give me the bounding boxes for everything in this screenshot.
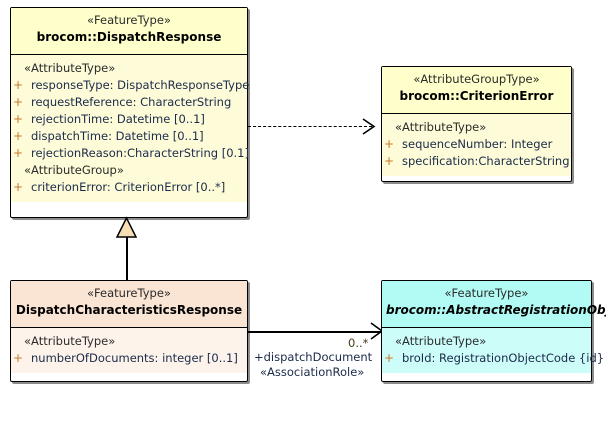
class-stereotype: «FeatureType» (444, 286, 529, 300)
class-header-abstract-registration-object: «FeatureType» brocom::AbstractRegistrati… (382, 281, 606, 328)
attribute-label: responseType: DispatchResponseType (31, 78, 250, 92)
class-title: brocom::AbstractRegistrationObject (386, 303, 606, 317)
class-header-dispatch-characteristics-response: «FeatureType» DispatchCharacteristicsRes… (11, 281, 247, 328)
visibility-marker: + (12, 351, 24, 365)
attribute-group-label: «AttributeGroup» (24, 163, 124, 177)
attribute-label: sequenceNumber: Integer (402, 137, 553, 151)
visibility-marker: + (12, 112, 24, 126)
visibility-marker: + (383, 351, 395, 365)
class-body-abstract-registration-object: «AttributeType» + broId: RegistrationObj… (382, 328, 604, 373)
class-stereotype: «AttributeGroupType» (413, 72, 540, 86)
attribute-row: + rejectionTime: Datetime [0..1] (11, 111, 247, 128)
attribute-row: + specification:CharacterString (382, 153, 571, 170)
visibility-marker: + (383, 137, 395, 151)
attribute-label: numberOfDocuments: integer [0..1] (31, 351, 238, 365)
visibility-marker: + (12, 78, 24, 92)
attribute-row: + numberOfDocuments: integer [0..1] (11, 350, 247, 367)
attribute-group-label: «AttributeType» (24, 334, 116, 348)
attribute-label: dispatchTime: Datetime [0..1] (31, 129, 204, 143)
class-box-dispatch-characteristics-response[interactable]: «FeatureType» DispatchCharacteristicsRes… (10, 280, 248, 382)
visibility-marker: + (12, 95, 24, 109)
visibility-marker: + (12, 180, 24, 194)
class-box-abstract-registration-object[interactable]: «FeatureType» brocom::AbstractRegistrati… (381, 280, 606, 382)
visibility-marker: + (383, 154, 395, 168)
attribute-label: requestReference: CharacterString (31, 95, 232, 109)
attribute-row: + sequenceNumber: Integer (382, 136, 571, 153)
class-title: brocom::CriterionError (399, 89, 554, 103)
visibility-marker: + (12, 129, 24, 143)
attribute-label: broId: RegistrationObjectCode {id} (402, 351, 605, 365)
attribute-row: + broId: RegistrationObjectCode {id} (382, 350, 604, 367)
generalization-line (126, 234, 128, 280)
class-box-criterion-error[interactable]: «AttributeGroupType» brocom::CriterionEr… (381, 66, 572, 182)
class-stereotype: «FeatureType» (87, 13, 171, 27)
attribute-group-label: «AttributeType» (395, 120, 487, 134)
class-body-criterion-error: «AttributeType» + sequenceNumber: Intege… (382, 114, 571, 176)
dependency-line (248, 126, 372, 127)
attribute-group-label: «AttributeType» (24, 61, 116, 75)
class-body-dispatch-response: «AttributeType» + responseType: Dispatch… (11, 55, 250, 202)
attribute-label: rejectionReason:CharacterString [0.1] (31, 146, 249, 160)
class-title: DispatchCharacteristicsResponse (15, 303, 243, 317)
attribute-row: + criterionError: CriterionError [0..*] (11, 179, 247, 196)
association-multiplicity-label: 0..* (348, 336, 369, 350)
class-title: brocom::DispatchResponse (36, 30, 222, 44)
attribute-group-label: «AttributeType» (395, 334, 487, 348)
class-header-dispatch-response: «FeatureType» brocom::DispatchResponse (11, 8, 247, 55)
attribute-label: specification:CharacterString (402, 154, 570, 168)
class-box-dispatch-response[interactable]: «FeatureType» brocom::DispatchResponse «… (10, 7, 250, 218)
attribute-row: + dispatchTime: Datetime [0..1] (11, 128, 247, 145)
attribute-label: criterionError: CriterionError [0..*] (31, 180, 226, 194)
attribute-row: + responseType: DispatchResponseType (11, 77, 250, 94)
association-role-label: +dispatchDocument (254, 350, 373, 364)
association-role-stereotype-label: «AssociationRole» (260, 365, 365, 379)
class-stereotype: «FeatureType» (87, 286, 171, 300)
association-line (248, 331, 382, 333)
class-header-criterion-error: «AttributeGroupType» brocom::CriterionEr… (382, 67, 571, 114)
attribute-row: + rejectionReason:CharacterString [0.1] (11, 145, 249, 162)
attribute-label: rejectionTime: Datetime [0..1] (31, 112, 205, 126)
class-body-dispatch-characteristics-response: «AttributeType» + numberOfDocuments: int… (11, 328, 247, 373)
visibility-marker: + (12, 146, 24, 160)
attribute-row: + requestReference: CharacterString (11, 94, 247, 111)
